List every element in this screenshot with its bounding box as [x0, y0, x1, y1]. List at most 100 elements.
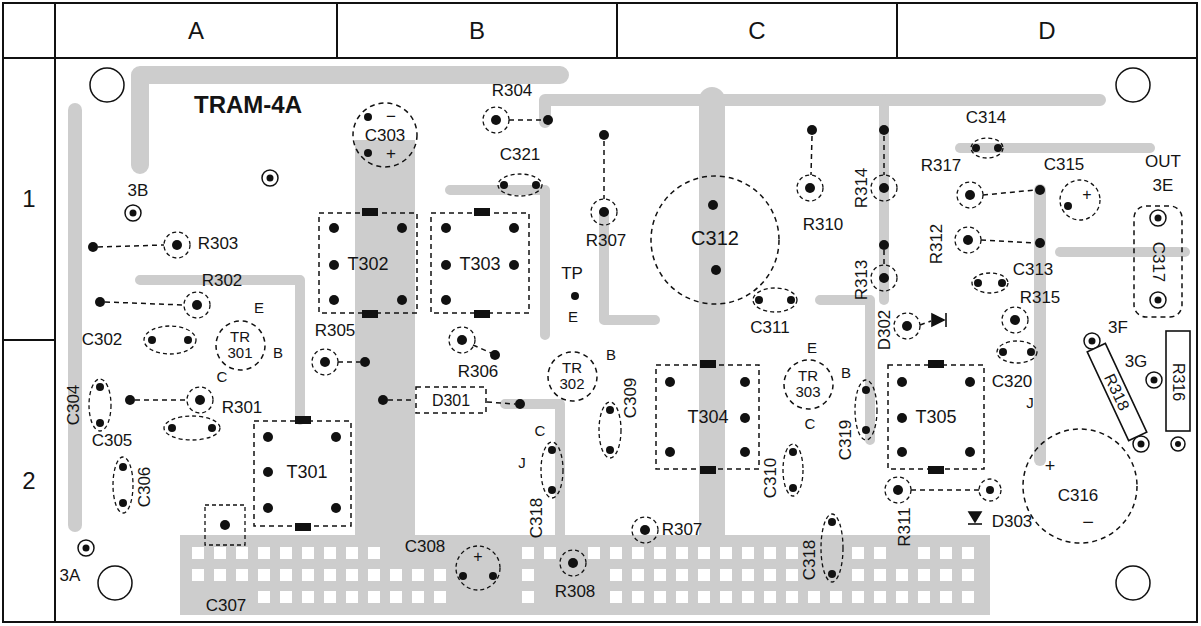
connector-pad — [632, 591, 644, 603]
pad — [665, 377, 675, 387]
part-label: C309 — [622, 378, 640, 419]
part-label: C307 — [206, 597, 247, 615]
mounting-hole — [90, 68, 124, 102]
connector-pad — [588, 547, 600, 559]
connector-pad — [676, 591, 688, 603]
pad — [606, 446, 614, 454]
resistor-outline — [560, 550, 586, 576]
resistor-outline — [955, 227, 981, 253]
frame-border — [3, 3, 1197, 622]
connector-pad — [346, 569, 358, 581]
connector-pad — [786, 591, 798, 603]
capacitor-footprints — [89, 138, 1037, 582]
part-label: 3E — [1153, 177, 1174, 195]
pad — [168, 424, 176, 432]
part-label: C318 — [528, 498, 546, 539]
part-label: C305 — [92, 432, 133, 450]
resistor-outline — [957, 182, 983, 208]
outline-shape — [651, 176, 779, 304]
part-label: TP — [561, 265, 583, 283]
connector-pad — [412, 569, 424, 581]
pad — [879, 273, 889, 283]
pad — [1064, 202, 1072, 210]
connector-pad — [302, 569, 314, 581]
pad — [606, 406, 614, 414]
terminal-centre — [1138, 441, 1145, 448]
component-label: + — [386, 145, 396, 163]
capacitor-outline — [997, 341, 1037, 363]
pad — [994, 144, 1002, 152]
part-label: R310 — [803, 216, 844, 234]
jumper-leaders — [98, 120, 1035, 490]
terminal-centre — [1155, 297, 1162, 304]
leader-line — [509, 119, 543, 121]
pad — [148, 336, 156, 344]
connector-pad — [764, 547, 776, 559]
resistor-body: R316 — [1165, 330, 1191, 432]
part-label: C319 — [837, 420, 855, 461]
terminal-pads — [78, 170, 1185, 556]
resistor-outline — [885, 477, 911, 503]
resistor-outline — [591, 199, 617, 225]
part-label: B — [841, 365, 851, 381]
connector-pad — [324, 591, 336, 603]
leader-line — [473, 345, 491, 353]
pad — [548, 486, 556, 494]
part-label: C314 — [966, 109, 1007, 127]
copper-trace — [140, 280, 300, 420]
outline-shape — [888, 365, 984, 469]
pad — [509, 260, 519, 270]
grid-reference: 2 — [22, 468, 35, 493]
copper-trace — [545, 100, 1100, 122]
pad — [1010, 315, 1020, 325]
terminal-centre — [267, 175, 274, 182]
transistor-outline: TR 303 — [783, 359, 834, 410]
part-label: C310 — [762, 458, 780, 499]
pad — [195, 395, 205, 405]
pad — [789, 448, 797, 456]
connector-pad — [720, 591, 732, 603]
part-label: R314 — [853, 168, 871, 209]
leader-line — [603, 141, 605, 199]
connector-pad — [764, 591, 776, 603]
capacitor-outline: +C316− — [1022, 428, 1138, 544]
capacitor-outline — [783, 444, 803, 496]
part-label: R303 — [198, 235, 239, 253]
part-label: + — [473, 549, 482, 566]
part-label: 3B — [128, 182, 149, 200]
grid-cell: D — [897, 3, 1197, 58]
connector-pad — [390, 591, 402, 603]
outline-shape — [254, 421, 351, 526]
part-label: C302 — [82, 331, 123, 349]
part-label: C306 — [136, 467, 154, 508]
component-label: T305 — [915, 408, 956, 427]
grid-line — [3, 57, 1197, 59]
resistor-outline — [187, 387, 213, 413]
capacitor-outline — [205, 505, 245, 545]
pin-marker — [700, 360, 716, 368]
connector-pad — [610, 547, 622, 559]
connector-pad — [346, 547, 358, 559]
pad — [807, 125, 817, 135]
resistor-outline — [632, 517, 658, 543]
connector-pad — [676, 569, 688, 581]
diode-symbol — [969, 512, 981, 522]
pad — [879, 183, 889, 193]
connector-pad — [874, 547, 886, 559]
component-label: TR 301 — [224, 329, 256, 361]
pad — [755, 296, 763, 304]
grid-line — [896, 3, 898, 58]
connector-pad — [852, 591, 864, 603]
transistor-outline: TR 302 — [547, 351, 598, 402]
pad — [441, 260, 451, 270]
connector-pad — [522, 591, 534, 603]
terminal-pad — [125, 205, 141, 221]
pad — [263, 503, 273, 513]
pad — [320, 357, 330, 367]
component-label: R316 — [1170, 363, 1187, 401]
connector-pad — [412, 591, 424, 603]
leader-line — [883, 250, 885, 265]
connector-pad — [918, 547, 930, 559]
capacitor-outline — [971, 138, 1003, 158]
part-label: C304 — [65, 385, 83, 426]
